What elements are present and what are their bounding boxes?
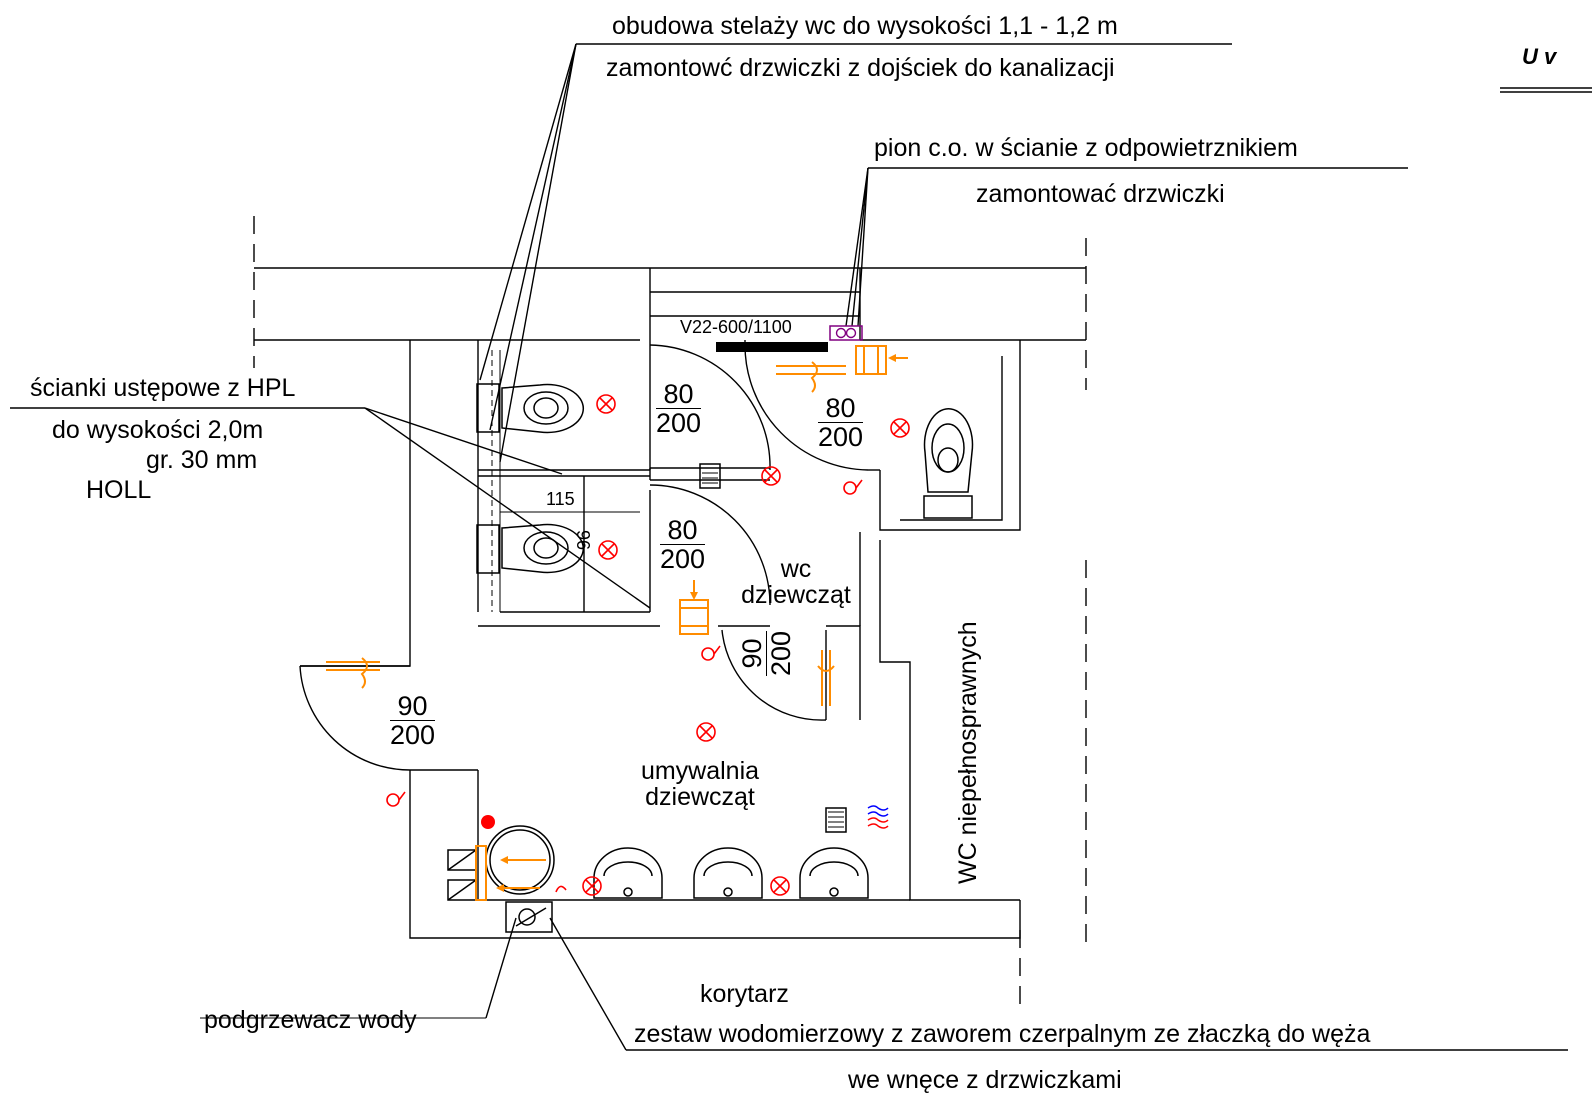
room-wc-girls-line2: dziewcząt: [741, 581, 851, 610]
door-label-washroom: 90 200: [390, 692, 436, 751]
room-wc-girls-line1: wc: [780, 555, 812, 583]
corner-label: U v: [1522, 44, 1557, 69]
cubicle-width-dimension: 115: [546, 489, 575, 509]
door-label-cubicle-1: 80 200: [656, 380, 702, 439]
room-wc-disabled: WC niepełnosprawnych: [954, 621, 982, 884]
annotation-corridor: korytarz: [700, 980, 789, 1008]
door-width: 80: [660, 516, 706, 546]
annotation-riser-line2: zamontować drzwiczki: [976, 180, 1225, 208]
door-height: 200: [766, 630, 797, 676]
door-height: 200: [818, 422, 864, 453]
room-washroom-line2: dziewcząt: [645, 783, 755, 812]
door-width: 80: [818, 394, 864, 424]
annotation-partitions-line1: ścianki ustępowe z HPL: [30, 374, 296, 402]
room-wc-girls: wc dziewcząt: [726, 556, 866, 609]
door-label-wc-girls: 90 200: [737, 630, 797, 676]
annotation-partitions-line4: HOLL: [86, 476, 152, 504]
door-height: 200: [390, 720, 436, 751]
door-width: 90: [390, 692, 436, 722]
annotation-water-heater: podgrzewacz wody: [204, 1006, 417, 1034]
door-height: 200: [660, 544, 706, 575]
door-height: 200: [656, 408, 702, 439]
door-label-cubicle-2: 80 200: [660, 516, 706, 575]
annotation-partitions-line2: do wysokości 2,0m: [52, 416, 264, 444]
annotation-partitions-line3: gr. 30 mm: [146, 446, 258, 474]
cubicle-depth-dimension: 96: [573, 530, 593, 551]
annotation-meter-set-line1: zestaw wodomierzowy z zaworem czerpalnym…: [634, 1020, 1371, 1048]
annotation-meter-set-line2: we wnęce z drzwiczkami: [848, 1066, 1122, 1094]
door-width: 90: [737, 630, 768, 676]
door-label-disabled-wc: 80 200: [818, 394, 864, 453]
radiator-label: V22-600/1100: [680, 317, 792, 337]
door-width: 80: [656, 380, 702, 410]
room-washroom: umywalnia dziewcząt: [620, 758, 780, 811]
annotation-riser-line1: pion c.o. w ścianie z odpowietrznikiem: [874, 134, 1298, 162]
annotation-casing-line1: obudowa stelaży wc do wysokości 1,1 - 1,…: [612, 12, 1118, 40]
annotation-casing-line2: zamontowć drzwiczki z dojściek do kanali…: [606, 54, 1115, 82]
room-washroom-line1: umywalnia: [640, 757, 760, 785]
